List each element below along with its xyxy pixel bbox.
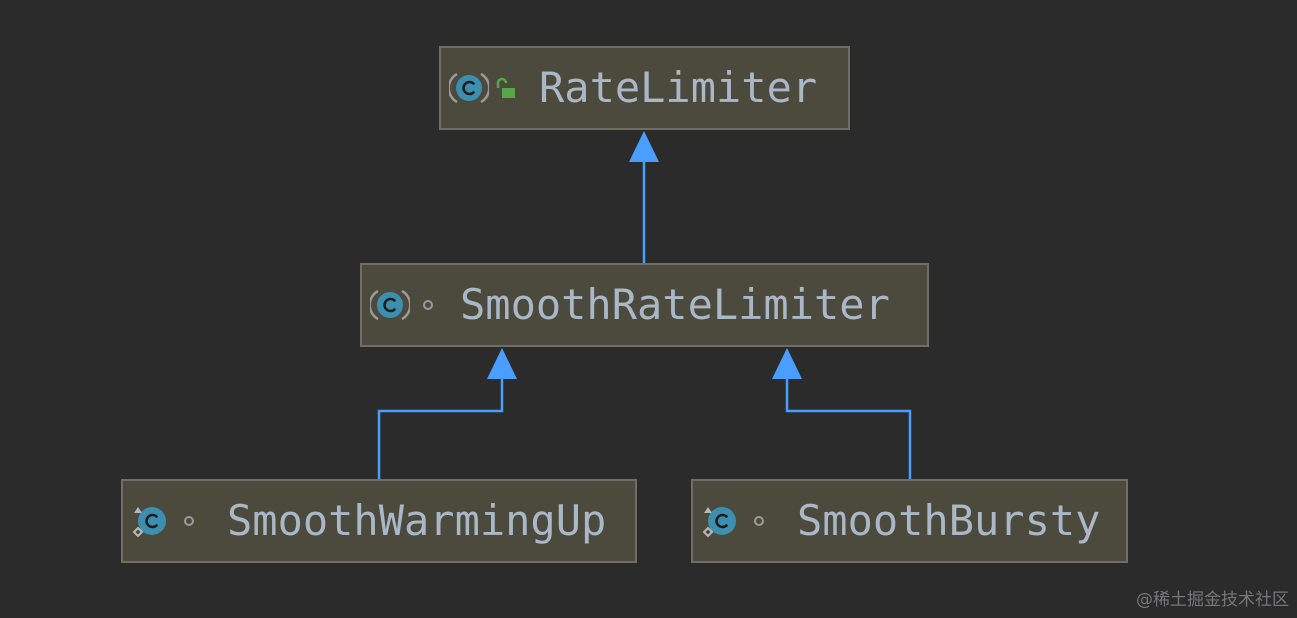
class-name: RateLimiter: [539, 63, 818, 112]
class-node-ratelimiter[interactable]: RateLimiter: [439, 46, 850, 130]
class-name: SmoothWarmingUp: [227, 496, 607, 545]
class-name: SmoothRateLimiter: [460, 280, 890, 329]
unlocked-lock-icon: [496, 77, 515, 98]
class-icon: [370, 289, 410, 321]
watermark: @稀土掘金技术社区: [1136, 590, 1289, 610]
arrowhead-smoothratelimiter-left: [487, 348, 517, 379]
package-private-dot-icon: [423, 300, 433, 310]
package-private-dot-icon: [754, 516, 764, 526]
class-icon: [449, 72, 489, 104]
class-node-smoothwarmingup[interactable]: SmoothWarmingUp: [121, 479, 637, 563]
package-private-dot-icon: [184, 516, 194, 526]
class-node-smoothratelimiter[interactable]: SmoothRateLimiter: [360, 263, 929, 347]
edge-smoothbursty-to-smoothratelimiter: [785, 377, 912, 479]
arrowhead-smoothratelimiter-right: [772, 348, 802, 379]
edge-smoothwarmingup-to-smoothratelimiter: [377, 377, 504, 479]
arrowhead-ratelimiter: [629, 131, 659, 162]
class-name: SmoothBursty: [797, 496, 1101, 545]
static-class-icon: [702, 507, 736, 538]
class-node-smoothbursty[interactable]: SmoothBursty: [691, 479, 1128, 563]
static-class-icon: [132, 507, 166, 538]
